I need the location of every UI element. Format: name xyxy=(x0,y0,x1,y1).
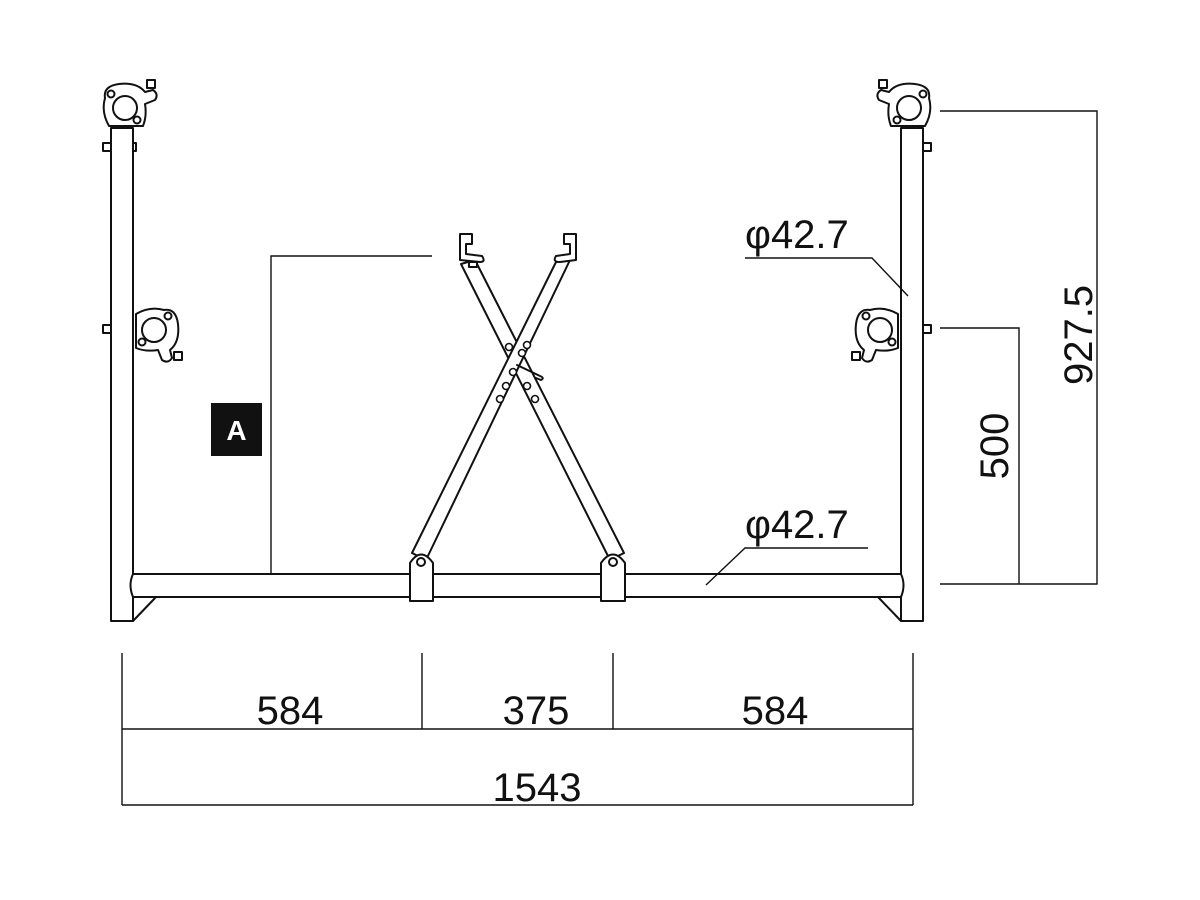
side-clamp-icon xyxy=(851,307,899,363)
cross-brace xyxy=(409,233,626,602)
clamp-height-dimension: 500 xyxy=(973,413,1017,480)
upright-diameter-label: φ42.7 xyxy=(745,213,849,257)
right-width-dimension: 584 xyxy=(742,689,809,733)
total-height-dimension: 927.5 xyxy=(1057,285,1101,385)
middle-width-dimension: 375 xyxy=(503,689,570,733)
left-width-dimension: 584 xyxy=(257,689,324,733)
top-clamp-icon xyxy=(876,79,932,128)
side-clamp-icon xyxy=(135,307,183,363)
right-upright xyxy=(851,79,932,622)
label-a-badge: A xyxy=(211,403,262,456)
bottom-rail xyxy=(129,573,905,598)
total-width-dimension: 1543 xyxy=(493,766,582,810)
top-clamp-icon xyxy=(102,79,158,128)
rail-diameter-label: φ42.7 xyxy=(745,503,849,547)
label-a: A xyxy=(226,415,246,446)
left-upright xyxy=(102,79,183,622)
